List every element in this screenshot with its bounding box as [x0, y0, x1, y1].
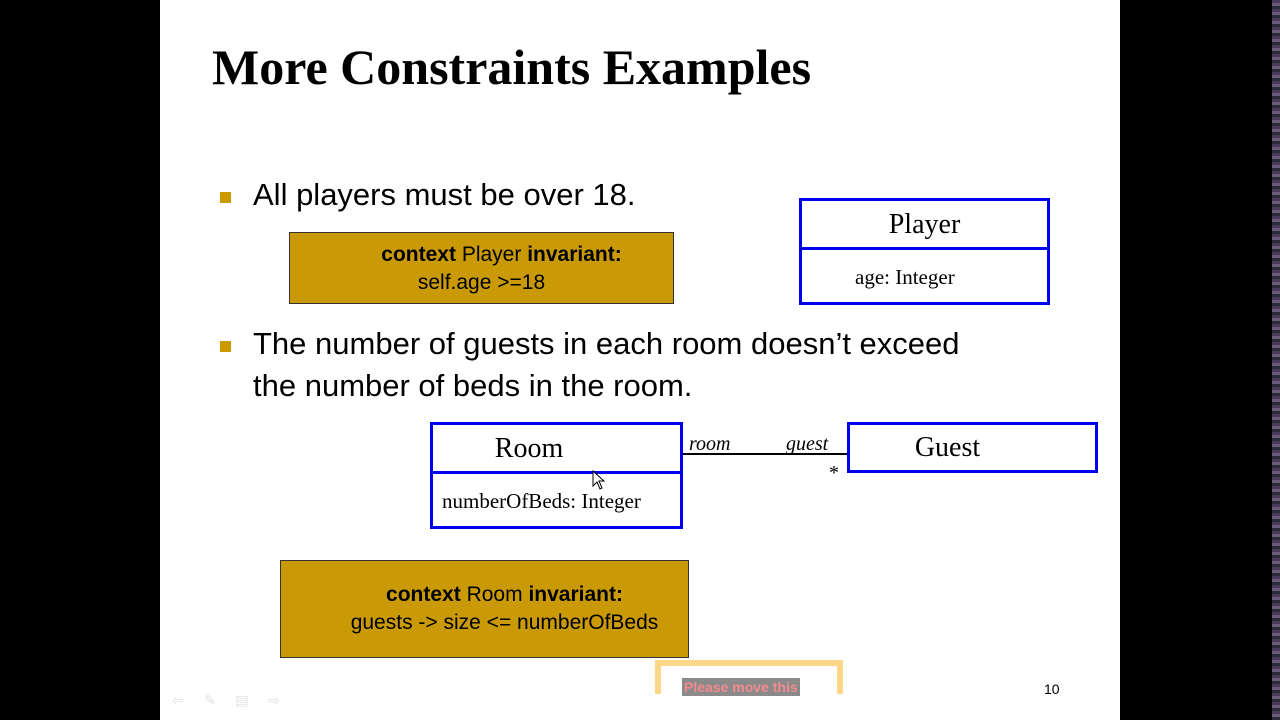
uml-class-name: Room [494, 433, 564, 464]
ocl-constraint-room: context Room invariant: guests -> size <… [280, 560, 689, 658]
ocl-context-keyword: context [381, 243, 456, 266]
menu-icon[interactable]: ▤ [235, 692, 249, 708]
slide-title: More Constraints Examples [212, 39, 812, 95]
mouse-pointer-icon [592, 470, 606, 490]
role-guest: guest [786, 433, 829, 455]
uml-class-name: Guest [914, 432, 981, 463]
ocl-constraint-player: context Player invariant: self.age >=18 [289, 232, 674, 304]
uml-class-guest: Guest [847, 422, 1098, 473]
prev-arrow-icon[interactable]: ⇦ [172, 692, 184, 708]
ocl-class-name: Player [461, 243, 522, 266]
ocl-invariant-keyword: invariant: [528, 583, 623, 606]
ocl-header-line: context Player invariant: [290, 241, 673, 269]
ocl-class-name: Room [466, 583, 523, 606]
uml-class-name: Player [888, 209, 961, 240]
bullet-text-2-line-2: the number of beds in the room. [253, 368, 693, 403]
ocl-expression: guests -> size <= numberOfBeds [350, 611, 659, 634]
slideshow-nav: ⇦ ✎ ▤ ⇨ [168, 692, 284, 709]
uml-class-room: Room numberOfBeds: Integer [430, 422, 683, 529]
ocl-context-keyword: context [386, 583, 461, 606]
uml-divider [802, 247, 1047, 250]
slide: More Constraints Examples All players mu… [160, 0, 1120, 720]
ocl-expression: self.age >=18 [417, 271, 546, 294]
ocl-invariant-keyword: invariant: [527, 243, 622, 266]
bullet-text-1: All players must be over 18. [253, 177, 636, 212]
note-text: Please move this [682, 678, 800, 696]
note-box[interactable]: Please move this [655, 660, 843, 696]
uml-attribute: numberOfBeds: Integer [442, 489, 641, 513]
page-number: 10 [1044, 681, 1060, 697]
uml-class-player: Player age: Integer [799, 198, 1050, 305]
uml-divider [433, 471, 680, 474]
bullet-marker [220, 341, 231, 352]
multiplicity-guest: * [829, 462, 839, 484]
uml-attribute: age: Integer [855, 265, 955, 289]
window-edge-strip [1272, 0, 1280, 720]
association-line [683, 453, 849, 455]
ocl-header-line: context Room invariant: [281, 581, 688, 609]
bullet-text-2: The number of guests in each room doesn’… [253, 323, 960, 407]
pen-icon[interactable]: ✎ [204, 692, 216, 708]
bullet-text-2-line-1: The number of guests in each room doesn’… [253, 326, 960, 361]
next-arrow-icon[interactable]: ⇨ [268, 692, 280, 708]
bullet-marker [220, 192, 231, 203]
role-room: room [689, 433, 731, 455]
